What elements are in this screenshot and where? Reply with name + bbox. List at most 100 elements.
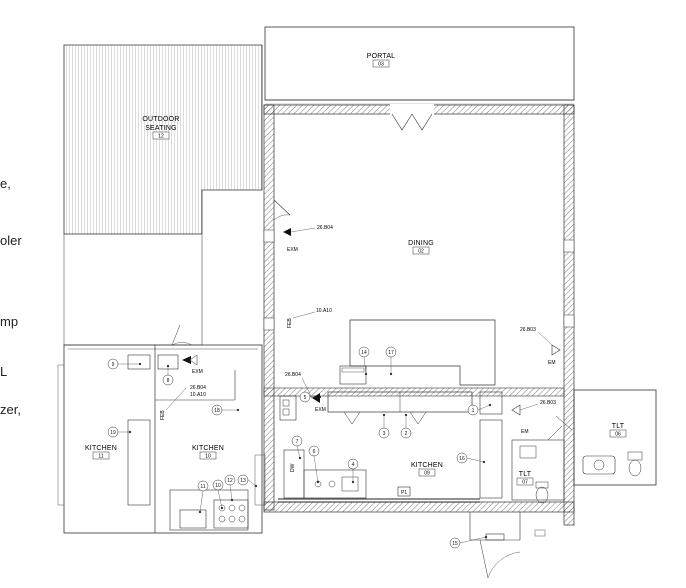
svg-text:10.A10: 10.A10: [190, 392, 206, 398]
room-label-portal: PORTAL 03: [367, 53, 396, 68]
svg-text:18: 18: [214, 408, 220, 414]
room-label-kitchen-10: KITCHEN 10: [192, 445, 224, 460]
cut-text-2: oler: [0, 233, 22, 248]
svg-text:SEATING: SEATING: [145, 125, 177, 132]
svg-text:5: 5: [304, 395, 307, 401]
equipment-tag: 18: [211, 404, 223, 416]
equipment-tag: 12: [224, 474, 236, 486]
kitchen-09-fixtures: [278, 391, 503, 503]
equipment-tag: 3: [378, 427, 390, 439]
svg-text:KITCHEN: KITCHEN: [85, 445, 117, 452]
room-label-kitchen-09: KITCHEN 09: [411, 462, 443, 477]
room-label-dining: DINING 02: [408, 240, 434, 255]
svg-text:15: 15: [452, 541, 458, 547]
rear-exit: [469, 512, 546, 579]
svg-text:12: 12: [227, 478, 233, 484]
toilet-rooms: [511, 389, 657, 504]
leader-lines: [118, 356, 492, 544]
exit-marker-kitchen-09: EXM 26.B04: [285, 372, 326, 413]
svg-text:9: 9: [112, 362, 115, 368]
svg-text:DINING: DINING: [408, 240, 434, 247]
svg-text:11: 11: [200, 484, 205, 490]
svg-text:26.B04: 26.B04: [190, 385, 206, 391]
fire-extinguisher-dining: 10.A10 FEB: [287, 308, 332, 328]
equipment-tag: 16: [456, 452, 468, 464]
equipment-tags: 1 2 3 4 5 6 7 8 9 10 11 12 13 14 15 16 1…: [107, 346, 479, 549]
cut-text-4: L: [0, 364, 7, 379]
outdoor-seating-deck: [63, 44, 263, 346]
svg-text:PORTAL: PORTAL: [367, 53, 396, 60]
equipment-tag: 11: [197, 480, 209, 492]
svg-text:17: 17: [388, 350, 394, 356]
room-labels: PORTAL 03 OUTDOOR SEATING 12 DINING 02 K…: [85, 53, 627, 486]
svg-text:OUTDOOR: OUTDOOR: [142, 116, 179, 123]
equipment-tag: 7: [291, 435, 303, 447]
equipment-tag: 14: [358, 346, 370, 358]
svg-text:FEB: FEB: [160, 410, 166, 420]
svg-text:TLT: TLT: [519, 471, 532, 478]
room-label-tlt-07: TLT 07: [516, 471, 534, 486]
room-label-tlt-06: TLT 06: [609, 423, 627, 438]
svg-text:26.B03: 26.B03: [520, 327, 536, 333]
equipment-tag: 19: [107, 426, 119, 438]
cut-text-5: zer,: [0, 402, 21, 417]
svg-text:26.B04: 26.B04: [285, 372, 301, 378]
equipment-tag: 4: [347, 458, 359, 470]
svg-text:EXM: EXM: [315, 407, 326, 413]
svg-text:6: 6: [313, 449, 316, 455]
emergency-light-kitchen-09: 26.B03 EM: [511, 400, 556, 435]
svg-text:7: 7: [296, 439, 299, 445]
exit-marker-dining-west: 26.B04 EXM: [283, 225, 333, 253]
svg-text:13: 13: [240, 478, 246, 484]
dishwasher-label: DW: [290, 463, 296, 472]
svg-text:10.A10: 10.A10: [316, 308, 332, 314]
svg-text:4: 4: [352, 462, 355, 468]
cut-off-text: e, oler mp L zer,: [0, 176, 22, 417]
equipment-tag: 15: [449, 537, 461, 549]
svg-text:19: 19: [110, 430, 116, 436]
svg-text:FEB: FEB: [287, 318, 293, 328]
room-label-outdoor-seating: OUTDOOR SEATING 12: [142, 116, 179, 140]
panel-tag-p1: P1: [401, 490, 407, 496]
room-label-kitchen-11: KITCHEN 11: [85, 445, 117, 460]
svg-text:EXM: EXM: [192, 369, 203, 375]
svg-text:11: 11: [98, 454, 103, 460]
svg-text:12: 12: [158, 134, 164, 140]
svg-text:TLT: TLT: [612, 423, 625, 430]
svg-text:02: 02: [418, 249, 424, 255]
svg-text:10: 10: [205, 454, 211, 460]
svg-text:KITCHEN: KITCHEN: [192, 445, 224, 452]
svg-text:KITCHEN: KITCHEN: [411, 462, 443, 469]
equipment-tag: 6: [308, 445, 320, 457]
equipment-tag: 8: [162, 374, 174, 386]
svg-text:P1: P1: [401, 490, 407, 496]
svg-text:06: 06: [615, 432, 621, 438]
equipment-tag: 17: [385, 346, 397, 358]
portal-area: [264, 26, 575, 105]
svg-text:EXM: EXM: [287, 247, 298, 253]
equipment-tag: 9: [107, 358, 119, 370]
equipment-tag: 10: [212, 479, 224, 491]
svg-text:07: 07: [522, 480, 528, 486]
cut-text-1: e,: [0, 176, 11, 191]
cut-text-3: mp: [0, 314, 18, 329]
exit-marker-kitchen-10: EXM 26.B04 10.A10 FEB: [160, 354, 206, 420]
west-kitchens: [57, 324, 266, 534]
svg-text:1: 1: [472, 408, 475, 414]
svg-text:DW: DW: [290, 463, 296, 472]
equipment-tag: 5: [299, 391, 311, 403]
svg-text:8: 8: [167, 378, 170, 384]
svg-text:EM: EM: [548, 360, 556, 366]
equipment-tag: 1: [467, 404, 479, 416]
svg-text:16: 16: [459, 456, 465, 462]
svg-text:03: 03: [378, 62, 384, 68]
svg-text:10: 10: [215, 483, 221, 489]
equipment-tag: 13: [237, 474, 249, 486]
svg-text:2: 2: [405, 431, 408, 437]
emergency-light-dining: 26.B03 EM: [520, 327, 561, 366]
svg-text:26.B04: 26.B04: [317, 225, 333, 231]
svg-text:3: 3: [383, 431, 386, 437]
equipment-tag: 2: [400, 427, 412, 439]
svg-text:EM: EM: [521, 429, 529, 435]
